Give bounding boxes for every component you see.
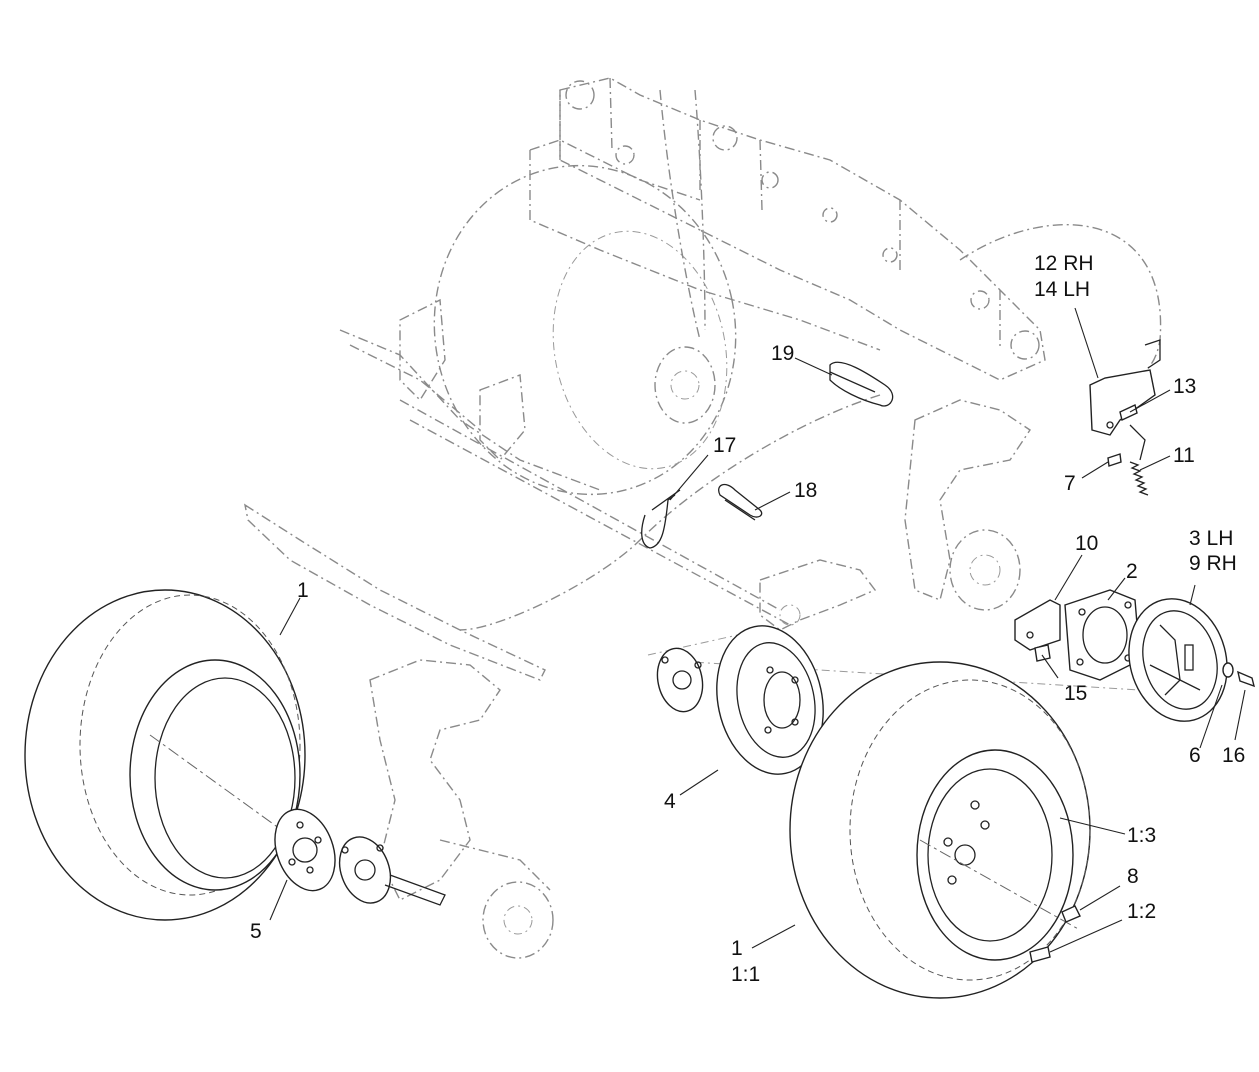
callout-2: 2	[1126, 560, 1138, 583]
callout-16: 16	[1222, 744, 1245, 767]
ghost-frame-assembly	[243, 77, 1221, 959]
callout-19: 19	[771, 342, 794, 365]
callout-1-left: 1	[297, 579, 309, 602]
callout-11: 11	[1173, 444, 1195, 467]
callout-5: 5	[250, 920, 262, 943]
bolt-13	[1119, 404, 1138, 421]
callout-6: 6	[1189, 744, 1201, 767]
callout-18: 18	[794, 479, 817, 502]
callout-12-rh: 12 RH	[1034, 252, 1094, 275]
brake-drum-4	[716, 625, 824, 775]
wheel-stud-1-2	[1029, 946, 1051, 963]
callout-1-bottom: 1	[731, 937, 743, 960]
leader-lines	[269, 307, 1246, 953]
left-tire	[24, 589, 331, 921]
bracket-10	[1014, 599, 1061, 651]
callout-1-1: 1:1	[731, 963, 760, 986]
callout-4: 4	[664, 790, 676, 813]
spring-11	[1129, 461, 1149, 496]
callout-13: 13	[1173, 375, 1196, 398]
callout-17: 17	[713, 434, 736, 457]
callout-1-2: 1:2	[1127, 900, 1156, 923]
backing-plate-3-9	[1128, 598, 1228, 722]
right-hub	[656, 647, 704, 713]
pin-7	[1107, 453, 1122, 467]
right-tire	[789, 661, 1091, 999]
callout-14-lh: 14 LH	[1034, 278, 1090, 301]
hitch-pin-19	[829, 361, 894, 407]
callout-9-rh: 9 RH	[1189, 552, 1237, 575]
washer-6	[1222, 662, 1234, 678]
hub-plate-5	[274, 808, 336, 892]
left-hub	[338, 836, 446, 906]
callout-15: 15	[1064, 682, 1087, 705]
lug-nut-8	[1061, 905, 1081, 923]
callout-3-lh: 3 LH	[1189, 527, 1233, 550]
bolt-15	[1034, 644, 1051, 662]
callout-10: 10	[1075, 532, 1098, 555]
clip-17	[641, 489, 681, 549]
callout-8: 8	[1127, 865, 1139, 888]
callout-7: 7	[1064, 472, 1076, 495]
hairpin-18	[718, 483, 763, 521]
bolt-16	[1237, 670, 1255, 688]
lever-12-14	[1089, 339, 1161, 461]
flange-2	[1064, 589, 1141, 681]
callout-1-3: 1:3	[1127, 824, 1156, 847]
callout-labels: 1 5 4 19 17 18 12 RH 14 LH 13 11 7 10 2 …	[250, 252, 1245, 986]
